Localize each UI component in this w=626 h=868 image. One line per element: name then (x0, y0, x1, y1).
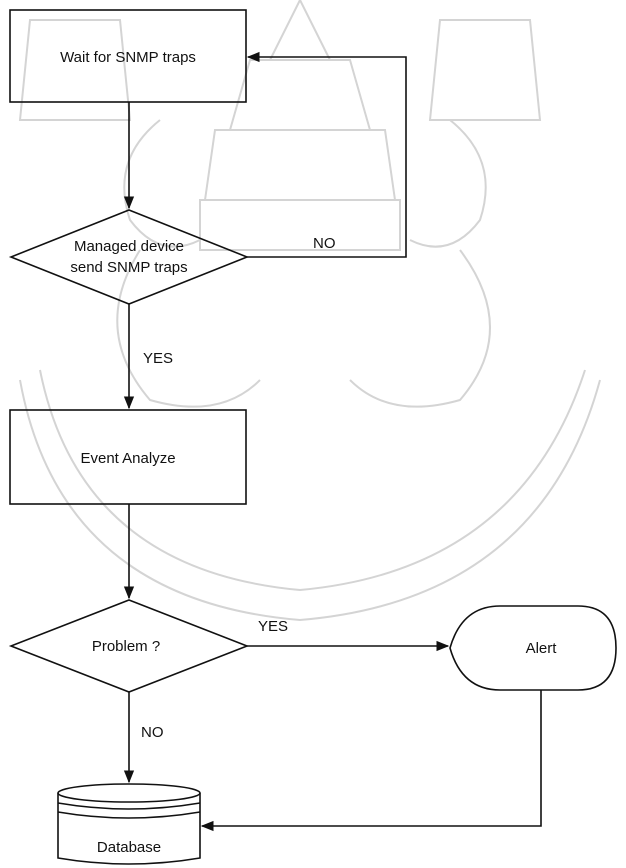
edge-problem-no-label: NO (141, 724, 164, 741)
edge-problem-yes-label: YES (258, 618, 288, 635)
edge-no-loop-label: NO (313, 235, 336, 252)
decision-problem: Problem ? (8, 599, 250, 693)
node-wait-for-snmp-traps: Wait for SNMP traps (9, 9, 247, 103)
decision-managed-device-send-traps: Managed device send SNMP traps (8, 209, 250, 305)
node-alert-label: Alert (526, 640, 558, 657)
edge-alert-to-database (200, 690, 542, 832)
edge-yes-label: YES (143, 350, 173, 367)
decision-managed-device-label-line-1: Managed device (74, 238, 184, 255)
node-wait-for-snmp-traps-label: Wait for SNMP traps (60, 49, 196, 66)
node-event-analyze: Event Analyze (9, 409, 247, 505)
node-alert: Alert (449, 605, 617, 691)
node-database: Database (57, 783, 201, 865)
decision-managed-device-label-line-2: send SNMP traps (70, 259, 187, 276)
node-database-label: Database (97, 839, 161, 856)
decision-problem-label: Problem ? (92, 638, 160, 655)
edge-no-loop-back (246, 51, 407, 258)
node-event-analyze-label: Event Analyze (80, 450, 175, 467)
